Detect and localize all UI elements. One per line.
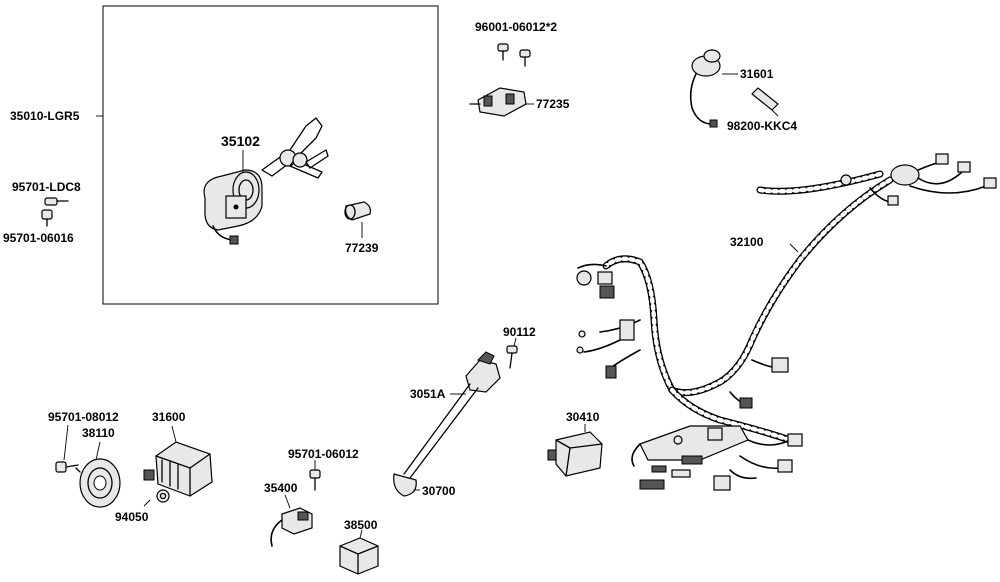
screw-icon xyxy=(55,461,79,473)
label-35102: 35102 xyxy=(221,133,260,149)
label-77239: 77239 xyxy=(345,241,379,255)
screw-icon xyxy=(506,345,518,369)
spark-plug-cap-icon xyxy=(393,351,501,497)
regulator-icon xyxy=(143,441,213,497)
label-95701-06016: 95701-06016 xyxy=(3,231,74,245)
lock-cylinder-icon xyxy=(344,201,371,221)
ignition-coil-icon xyxy=(689,49,721,128)
label-38110: 38110 xyxy=(82,426,115,440)
screw-icon xyxy=(497,43,531,67)
label-90112: 90112 xyxy=(503,325,536,339)
ignition-switch-icon xyxy=(203,169,263,245)
connector-icon xyxy=(339,537,379,575)
ignition-set-frame xyxy=(102,5,439,305)
label-98200: 98200-KKC4 xyxy=(727,119,797,133)
label-30410: 30410 xyxy=(566,410,600,424)
nut-icon xyxy=(156,489,170,503)
label-3051a: 3051A xyxy=(410,387,446,401)
label-95701-06012: 95701-06012 xyxy=(288,447,359,461)
label-95701-ldc8: 95701-LDC8 xyxy=(12,180,81,194)
label-35010: 35010-LGR5 xyxy=(10,109,80,123)
label-96001: 96001-06012*2 xyxy=(475,20,557,34)
label-35400: 35400 xyxy=(264,481,298,495)
label-31601: 31601 xyxy=(740,67,774,81)
wire-harness-icon xyxy=(576,153,997,491)
label-77235: 77235 xyxy=(536,97,570,111)
fuse-icon xyxy=(751,87,779,111)
cdi-unit-icon xyxy=(547,431,603,477)
label-32100: 32100 xyxy=(730,235,764,249)
label-38500: 38500 xyxy=(344,518,378,532)
relay-icon xyxy=(270,507,313,547)
horn-icon xyxy=(75,458,121,508)
label-94050: 94050 xyxy=(115,510,149,524)
label-95701-08012: 95701-08012 xyxy=(48,410,119,424)
relay-bracket-icon xyxy=(469,87,527,117)
label-31600: 31600 xyxy=(152,410,186,424)
screw-icon xyxy=(41,197,69,227)
screw-icon xyxy=(309,469,321,491)
key-icon xyxy=(261,117,329,179)
label-30700: 30700 xyxy=(422,484,456,498)
